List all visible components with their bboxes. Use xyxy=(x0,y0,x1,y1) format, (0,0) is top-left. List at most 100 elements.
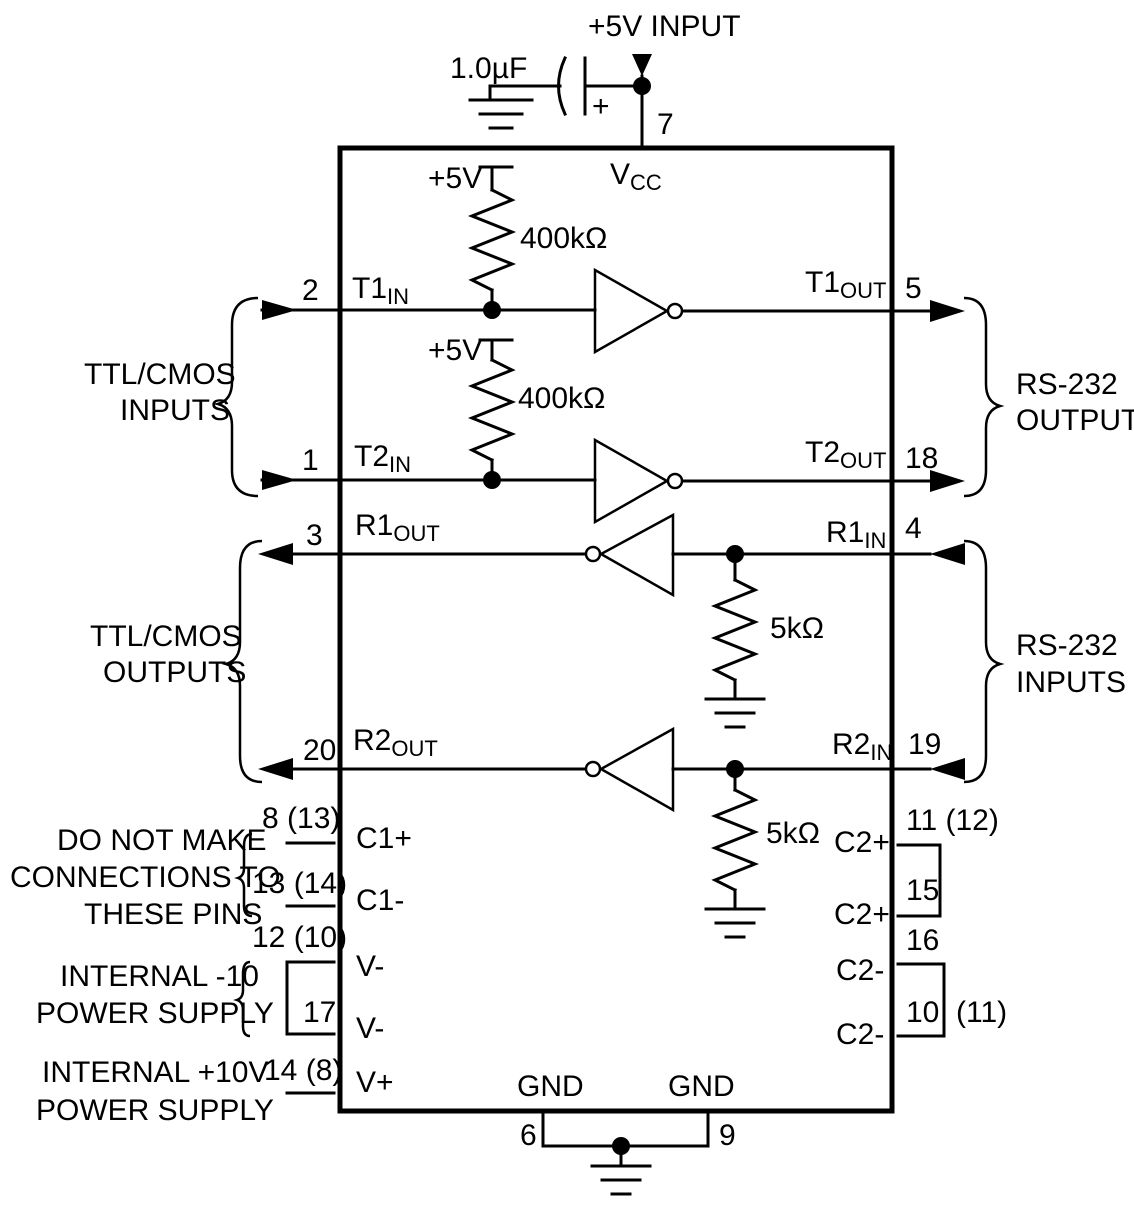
neg-supply-line1: INTERNAL -10 xyxy=(60,960,259,993)
pin-c2plus-name-2: C2+ xyxy=(834,898,890,931)
r2-out-pin: 20 xyxy=(303,734,336,767)
pin-vminus-name-2: V- xyxy=(356,1012,384,1045)
c2plus-group: 11 (12) 15 C2+ C2+ xyxy=(834,804,999,931)
t1-in-label: T1IN xyxy=(352,272,409,309)
t1-output-arrow-icon xyxy=(930,300,965,322)
rs232-inputs-line1: RS-232 xyxy=(1016,629,1118,662)
r1-out-pin: 3 xyxy=(306,519,323,552)
pullup-1-value: 400kΩ xyxy=(520,222,607,255)
r1-out-label: R1OUT xyxy=(355,509,440,546)
r1-resistor-label: 5kΩ xyxy=(770,612,824,645)
t1-buffer-icon xyxy=(593,267,670,355)
pin-c2minus-number: 16 xyxy=(906,924,939,957)
pin-c1minus-number: 13 (14) xyxy=(252,867,347,900)
vcc-label: VCC xyxy=(610,158,662,195)
ttl-inputs-line1: TTL/CMOS xyxy=(84,358,236,391)
rs232-outputs-brace xyxy=(963,296,1005,498)
pin-vminus-name-1: V- xyxy=(356,950,384,983)
pin-11-alt-number: (11) xyxy=(956,996,1007,1029)
r1-in-pin: 4 xyxy=(905,512,922,545)
pin-c1minus-name: C1- xyxy=(356,884,404,917)
pullup-2: +5V 400kΩ xyxy=(428,334,605,482)
pin-c1plus-number: 8 (13) xyxy=(262,802,340,835)
t1-in-pin: 2 xyxy=(302,274,319,307)
no-connect-line3: THESE PINS xyxy=(84,898,262,931)
c2minus-group: 16 10 (11) C2- C2- xyxy=(836,924,1007,1051)
r1-output-arrow-icon xyxy=(258,543,293,565)
receiver-r2: 5kΩ 20 R2OUT R2IN 19 xyxy=(258,724,965,939)
driver-t1: 2 T1IN T1OUT 5 xyxy=(260,266,965,355)
no-connect-brace xyxy=(234,832,253,918)
r2-out-label: R2OUT xyxy=(353,724,438,761)
r2-output-arrow-icon xyxy=(258,758,293,780)
capacitor-polarity: + xyxy=(592,90,610,123)
r1-in-label: R1IN xyxy=(826,516,886,553)
t1-junction xyxy=(483,301,501,319)
pullup-2-value: 400kΩ xyxy=(518,382,605,415)
pos-supply-line1: INTERNAL +10V xyxy=(42,1056,268,1089)
pin-c2minus-name-2: C2- xyxy=(836,1018,884,1051)
pin-vplus-name: V+ xyxy=(356,1066,394,1099)
t1-out-pin: 5 xyxy=(905,272,922,305)
t2-buffer-icon xyxy=(593,437,670,525)
ttl-inputs-line2: INPUTS xyxy=(120,394,230,427)
rs232-outputs-line1: RS-232 xyxy=(1016,368,1118,401)
no-connect-line1: DO NOT MAKE xyxy=(57,824,266,857)
pin-17-number: 17 xyxy=(303,996,336,1029)
t1-out-label: T1OUT xyxy=(805,266,886,303)
pin-10-number: 10 xyxy=(906,996,939,1029)
r1-inverter-bubble xyxy=(584,545,602,563)
t2-out-label: T2OUT xyxy=(805,436,886,473)
gnd-right-label: GND xyxy=(668,1070,735,1103)
vcc-pin-number: 7 xyxy=(657,108,674,141)
ttl-outputs-line2: OUTPUTS xyxy=(103,656,246,689)
ic-body xyxy=(337,145,895,1114)
pin-vminus-number: 12 (10) xyxy=(252,921,347,954)
rs232-inputs-line2: INPUTS xyxy=(1016,666,1126,699)
neg-supply-line2: POWER SUPPLY xyxy=(36,997,274,1030)
t2-output-arrow-icon xyxy=(930,470,965,492)
resistor-400k-2 xyxy=(467,357,517,463)
r2-input-arrow-icon xyxy=(930,758,965,780)
capacitor-label: 1.0µF xyxy=(450,52,527,85)
no-connect-line2: CONNECTIONS TO xyxy=(10,861,281,894)
t2-out-pin: 18 xyxy=(905,442,938,475)
gnd-left-pin: 6 xyxy=(520,1119,537,1152)
no-connect-group: DO NOT MAKE CONNECTIONS TO THESE PINS xyxy=(10,824,281,931)
pos-supply-line2: POWER SUPPLY xyxy=(36,1094,274,1127)
pin-15-number: 15 xyxy=(906,874,939,907)
rs232-inputs-group: RS-232 INPUTS xyxy=(963,539,1126,784)
ttl-inputs-brace xyxy=(213,296,259,498)
driver-t2: 1 T2IN T2OUT 18 xyxy=(260,436,965,525)
supply-input-label: +5V INPUT xyxy=(588,10,741,43)
pullup-1: +5V 400kΩ xyxy=(428,162,607,312)
receiver-r1: 5kΩ 3 R1OUT R1IN 4 xyxy=(258,509,965,729)
r2-buffer-icon xyxy=(598,726,675,813)
pullup-2-supply: +5V xyxy=(428,334,482,367)
pullup-1-supply: +5V xyxy=(428,162,482,195)
r2-inverter-bubble xyxy=(584,760,602,778)
t2-in-pin: 1 xyxy=(302,444,319,477)
r2-in-label: R2IN xyxy=(832,728,892,765)
resistor-5k-2 xyxy=(710,787,760,893)
pin-vplus-number: 14 (8) xyxy=(264,1054,342,1087)
r2-in-pin: 19 xyxy=(908,728,941,761)
ttl-inputs-group: TTL/CMOS INPUTS xyxy=(84,296,259,498)
pos-supply-group: 14 (8) V+ INTERNAL +10V POWER SUPPLY xyxy=(36,1054,394,1127)
t2-inverter-bubble xyxy=(666,472,684,490)
pin-c2plus-name-1: C2+ xyxy=(834,826,890,859)
resistor-400k-1 xyxy=(467,187,517,293)
ttl-outputs-brace xyxy=(221,539,263,784)
r1-input-arrow-icon xyxy=(930,543,965,565)
t2-in-label: T2IN xyxy=(354,440,411,477)
neg-supply-brace xyxy=(233,960,251,1038)
gnd-right-pin: 9 xyxy=(719,1119,736,1152)
pin-c1plus-name: C1+ xyxy=(356,822,412,855)
vcc-supply: +5V INPUT 7 VCC 1.0µF + xyxy=(450,10,741,195)
resistor-5k-1 xyxy=(710,577,760,683)
ttl-outputs-line1: TTL/CMOS xyxy=(90,620,242,653)
r2-resistor-label: 5kΩ xyxy=(766,817,820,850)
ttl-outputs-group: TTL/CMOS OUTPUTS xyxy=(90,539,263,784)
rs232-inputs-brace xyxy=(963,539,1005,784)
